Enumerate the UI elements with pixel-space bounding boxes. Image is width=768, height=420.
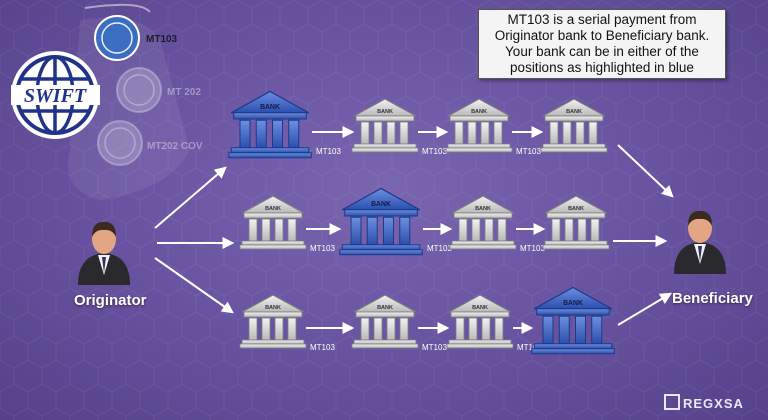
originator-icon xyxy=(78,221,130,285)
info-line: Your bank can be in either of the xyxy=(505,44,699,59)
highlighted-bank-icon: BANK xyxy=(228,90,312,159)
info-line: positions as highlighted in blue xyxy=(510,60,694,75)
connector-label: MT103 xyxy=(422,343,447,352)
connector-label: MT103 xyxy=(310,244,335,253)
banks-layer: BANK BANK BANK BANK BANK BANK BANK BANK BANK BANK… xyxy=(228,90,615,355)
connector-label: MT103 xyxy=(310,343,335,352)
originator-arrow xyxy=(154,166,227,229)
mt103-icon[interactable] xyxy=(94,15,140,61)
info-box: MT103 is a serial payment from Originato… xyxy=(478,9,726,79)
mt202cov-icon[interactable] xyxy=(97,120,143,166)
menu-item-mt103[interactable]: MT103 xyxy=(146,34,177,45)
brand-icon xyxy=(664,394,680,410)
info-line: MT103 is a serial payment from xyxy=(507,12,697,27)
bank-icon: BANK xyxy=(446,294,514,349)
bank-icon: BANK xyxy=(540,98,608,153)
bank-label: BANK xyxy=(568,206,584,212)
beneficiary-label: Beneficiary xyxy=(672,290,753,307)
beneficiary-arrow xyxy=(617,144,674,198)
swift-logo: SWIFT xyxy=(9,47,102,142)
connector-label: MT103 xyxy=(422,147,447,156)
bank-label: BANK xyxy=(471,109,487,115)
bank-icon: BANK xyxy=(351,98,419,153)
bank-icon: BANK xyxy=(239,294,307,349)
menu-item-mt202cov[interactable]: MT202 COV xyxy=(147,141,203,152)
brand-text: REGXSA xyxy=(683,396,744,411)
originator-arrow xyxy=(154,257,234,314)
highlighted-bank-icon: BANK xyxy=(531,286,615,355)
connector-label: MT103 xyxy=(517,343,542,352)
bank-icon: BANK xyxy=(239,195,307,250)
originator-label: Originator xyxy=(74,292,147,309)
beneficiary-icon xyxy=(674,210,726,274)
info-line: Originator bank to Beneficiary bank. xyxy=(494,28,710,43)
beneficiary-arrow xyxy=(617,292,673,326)
people-layer xyxy=(78,210,726,285)
menu-item-label: MT103 xyxy=(146,34,178,45)
bank-label: BANK xyxy=(371,201,391,208)
connector-label: MT103 xyxy=(520,244,545,253)
menu-item-mt202[interactable]: MT 202 xyxy=(167,87,201,98)
menu-icons-layer xyxy=(84,3,162,166)
connector-label: MT103 xyxy=(427,244,452,253)
bank-label: BANK xyxy=(377,109,393,115)
menu-connector xyxy=(84,3,151,13)
brand-logo: REGXSA xyxy=(664,394,744,411)
highlighted-bank-icon: BANK xyxy=(339,187,423,256)
connector-label: MT103 xyxy=(516,147,541,156)
bank-icon: BANK xyxy=(351,294,419,349)
bank-label: BANK xyxy=(472,305,488,311)
swift-logo-text: SWIFT xyxy=(24,85,87,107)
bank-icon: BANK xyxy=(542,195,610,250)
bank-icon: BANK xyxy=(445,98,513,153)
connector-label: MT103 xyxy=(316,147,341,156)
bank-label: BANK xyxy=(475,206,491,212)
mt202-icon[interactable] xyxy=(116,67,162,113)
bank-icon: BANK xyxy=(449,195,517,250)
menu-item-label: MT 202 xyxy=(167,87,201,98)
bank-label: BANK xyxy=(566,109,582,115)
menu-item-label: MT202 COV xyxy=(147,141,203,152)
bank-label: BANK xyxy=(265,305,281,311)
bank-label: BANK xyxy=(260,104,280,111)
bank-label: BANK xyxy=(265,206,281,212)
bank-label: BANK xyxy=(563,300,583,307)
bank-label: BANK xyxy=(377,305,393,311)
